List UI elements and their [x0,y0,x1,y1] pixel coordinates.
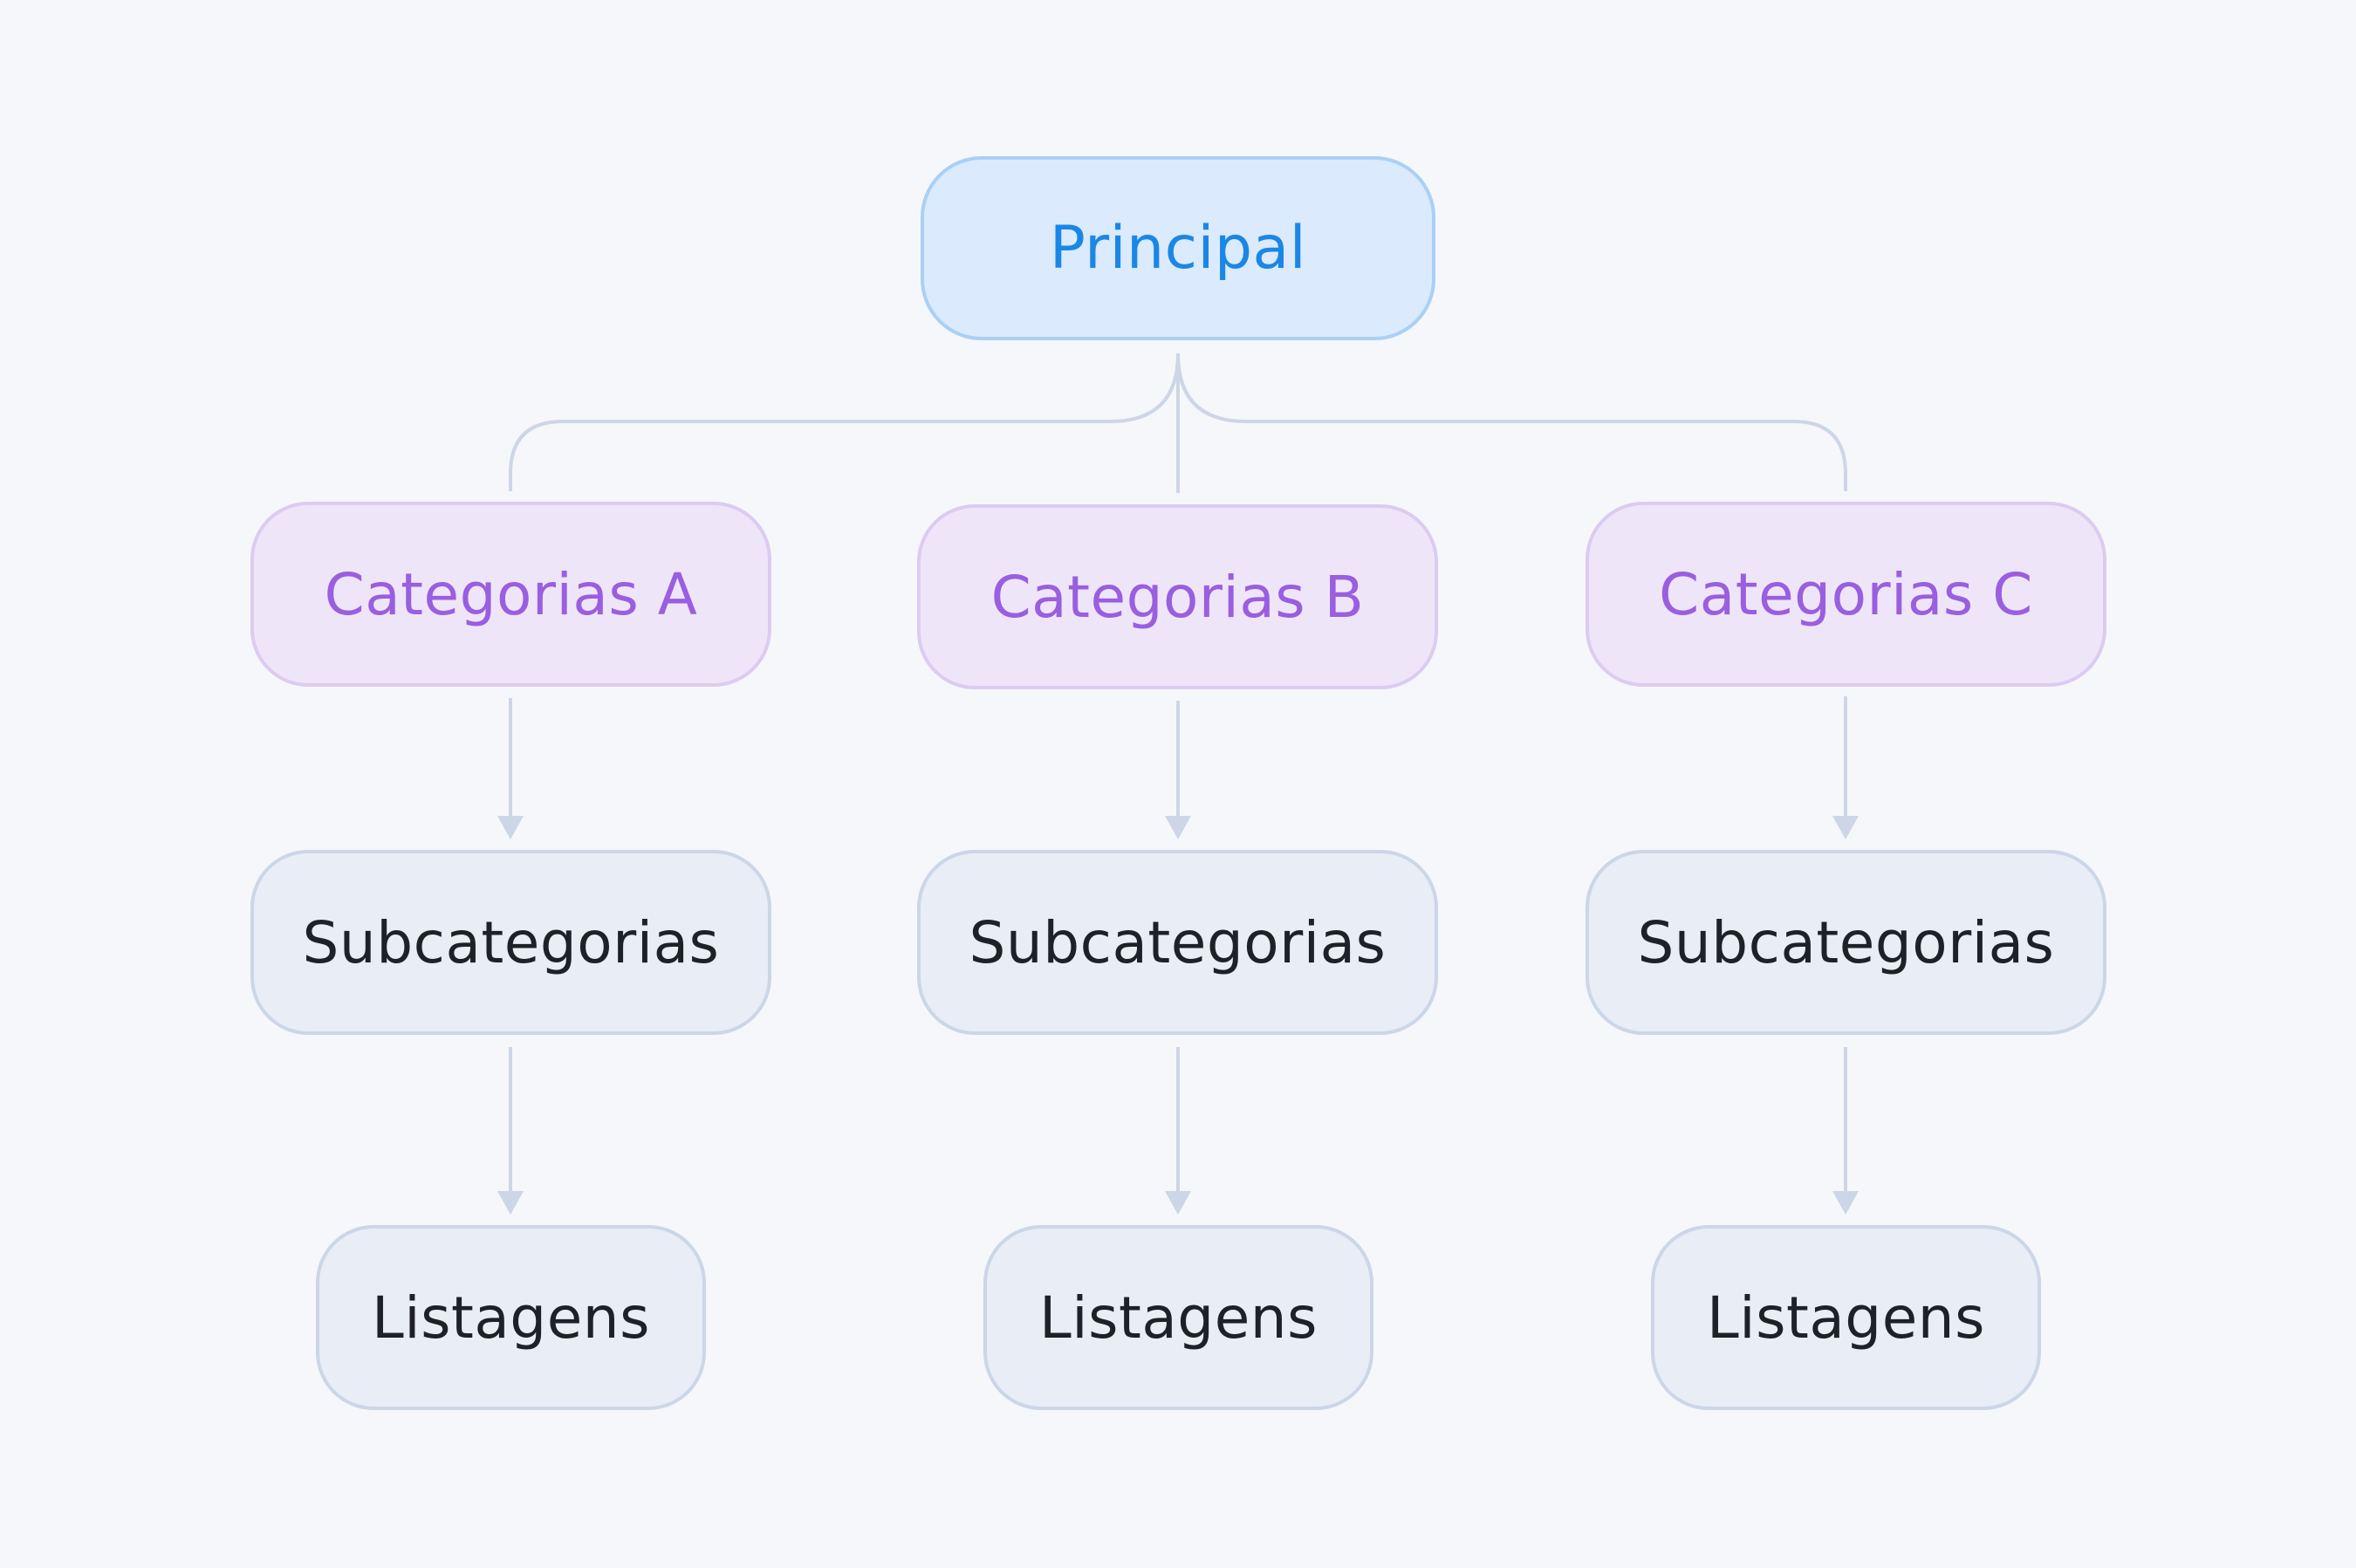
subcategory-node-a: Subcategorias [250,850,771,1035]
arrowhead-subcategory-c [1832,1191,1859,1215]
connector-root-to-category-c [1176,353,1847,491]
arrowhead-subcategory-a [497,1191,524,1215]
listing-node-b: Listagens [983,1225,1373,1410]
arrowhead-category-c [1832,816,1859,839]
category-node-b: Categorias B [917,504,1438,689]
arrowhead-category-a [497,816,524,839]
category-node-c: Categorias C [1586,502,2106,687]
subcategory-node-b: Subcategorias [917,850,1438,1035]
listing-node-c: Listagens [1651,1225,2041,1410]
listing-node-a: Listagens [316,1225,706,1410]
arrowhead-category-b [1165,816,1191,839]
arrowhead-subcategory-b [1165,1191,1191,1215]
category-node-a: Categorias A [250,502,771,687]
root-node-principal: Principal [921,156,1435,340]
connector-root-to-category-a [509,353,1180,491]
subcategory-node-c: Subcategorias [1586,850,2106,1035]
